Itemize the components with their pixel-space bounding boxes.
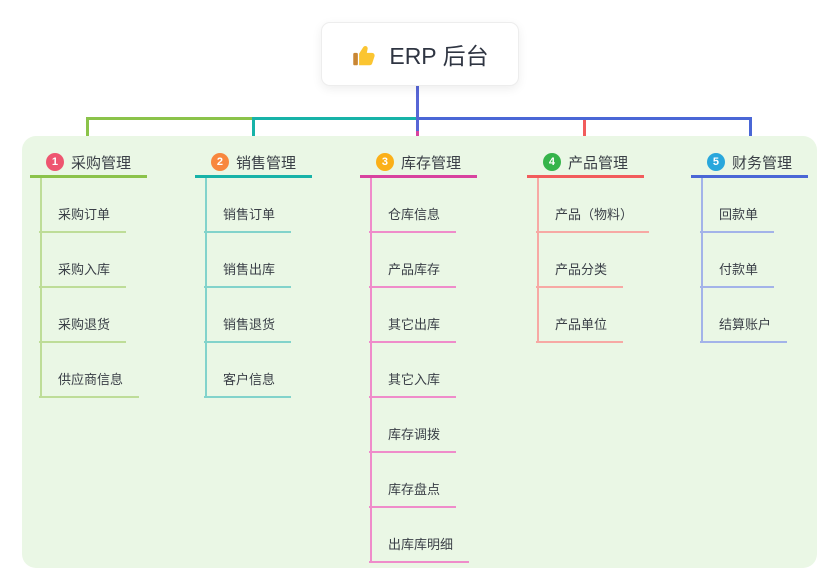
connector-branch5-drop <box>749 117 752 146</box>
connector-branch5-horizontal <box>417 117 752 120</box>
topic-node-sales[interactable]: 2 销售管理 <box>195 149 312 178</box>
topic-node-product[interactable]: 4 产品管理 <box>527 149 644 178</box>
topic-badge-1: 1 <box>45 153 64 171</box>
topic-label: 销售管理 <box>235 154 296 172</box>
child-node[interactable]: 供应商信息 <box>39 371 140 398</box>
child-node[interactable]: 采购退货 <box>39 316 127 343</box>
connector-root-tail <box>416 84 419 131</box>
child-node[interactable]: 出库库明细 <box>369 536 470 563</box>
topic-badge-4: 4 <box>542 153 561 171</box>
branch1-child-line <box>40 178 42 398</box>
child-node[interactable]: 付款单 <box>700 261 775 288</box>
child-node[interactable]: 销售退货 <box>204 316 292 343</box>
connector-branch2-drop <box>252 117 255 146</box>
topic-badge-3: 3 <box>375 153 394 171</box>
child-node[interactable]: 采购入库 <box>39 261 127 288</box>
topic-node-inventory[interactable]: 3 库存管理 <box>360 149 477 178</box>
child-node[interactable]: 仓库信息 <box>369 206 457 233</box>
child-node[interactable]: 产品单位 <box>536 316 624 343</box>
child-node[interactable]: 销售出库 <box>204 261 292 288</box>
child-node[interactable]: 结算账户 <box>700 316 788 343</box>
child-node[interactable]: 库存调拨 <box>369 426 457 453</box>
child-node[interactable]: 其它出库 <box>369 316 457 343</box>
child-node[interactable]: 库存盘点 <box>369 481 457 508</box>
branch2-child-line <box>205 178 207 398</box>
child-node[interactable]: 产品库存 <box>369 261 457 288</box>
topic-label: 产品管理 <box>567 154 628 172</box>
branch4-child-line <box>537 178 539 343</box>
topic-node-finance[interactable]: 5 财务管理 <box>691 149 808 178</box>
topic-badge-5: 5 <box>706 153 725 171</box>
child-node[interactable]: 回款单 <box>700 206 775 233</box>
child-node[interactable]: 客户信息 <box>204 371 292 398</box>
topic-badge-2: 2 <box>210 153 229 171</box>
root-node[interactable]: ERP 后台 <box>321 22 519 86</box>
root-node-label: ERP 后台 <box>389 43 489 69</box>
child-node[interactable]: 销售订单 <box>204 206 292 233</box>
child-node[interactable]: 产品（物料） <box>536 206 650 233</box>
topic-label: 采购管理 <box>70 154 131 172</box>
child-node[interactable]: 产品分类 <box>536 261 624 288</box>
connector-branch2-horizontal <box>252 117 419 120</box>
thumbs-up-icon <box>351 41 378 68</box>
branch5-child-line <box>701 178 703 343</box>
topic-label: 库存管理 <box>400 154 461 172</box>
connector-branch1-drop <box>86 117 89 146</box>
topic-node-purchase[interactable]: 1 采购管理 <box>30 149 147 178</box>
connector-branch4-drop <box>583 117 586 146</box>
topic-label: 财务管理 <box>731 154 792 172</box>
child-node[interactable]: 其它入库 <box>369 371 457 398</box>
branch3-child-line <box>370 178 372 563</box>
child-node[interactable]: 采购订单 <box>39 206 127 233</box>
connector-branch3-drop <box>416 117 419 146</box>
branch-panel <box>22 136 817 568</box>
